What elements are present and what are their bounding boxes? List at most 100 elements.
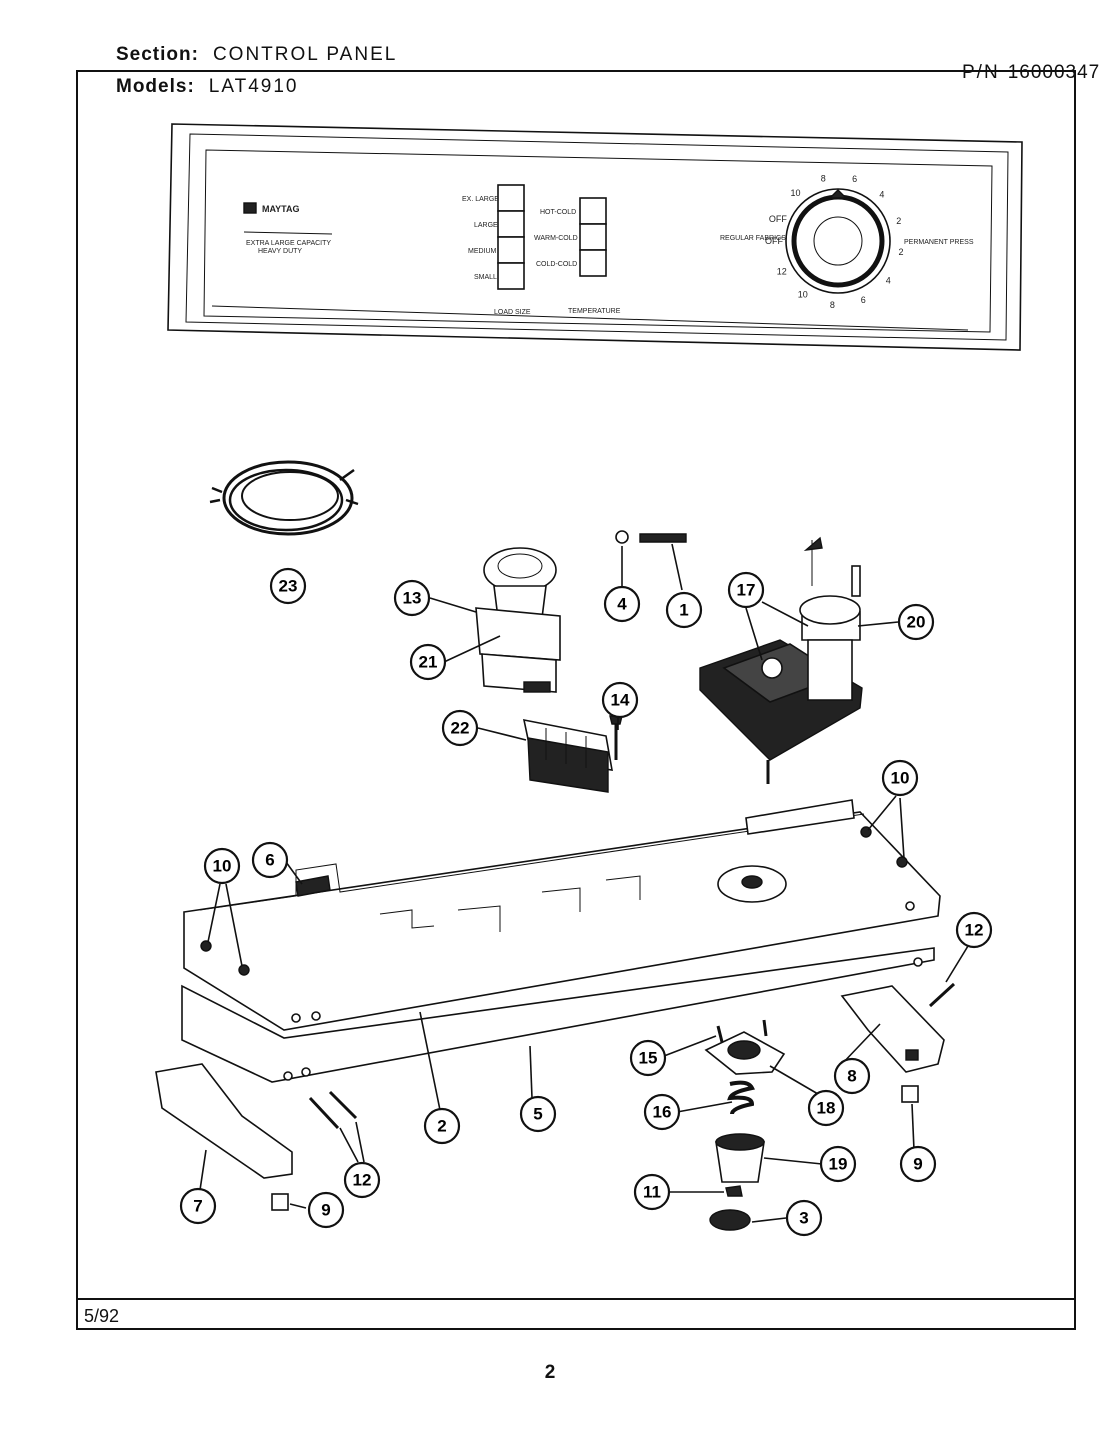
callout-19: 19 xyxy=(819,1145,857,1183)
bracket-rear-tab xyxy=(745,799,855,835)
panel-bezel xyxy=(185,133,1009,341)
dial-number: 2 xyxy=(898,247,903,257)
callout-14: 14 xyxy=(601,681,639,719)
callout-3: 3 xyxy=(785,1199,823,1237)
part-3-cap xyxy=(709,1209,751,1231)
svg-text:14: 14 xyxy=(611,691,630,710)
svg-text:18: 18 xyxy=(817,1099,836,1118)
switch-terminal xyxy=(523,681,551,693)
callout-4: 4 xyxy=(603,585,641,623)
svg-text:15: 15 xyxy=(639,1049,658,1068)
models-label: Models: xyxy=(116,76,195,97)
part-number: P/N 16000347 xyxy=(962,62,1100,84)
bracket-hole-1 xyxy=(291,1013,301,1023)
section-value: CONTROL PANEL xyxy=(212,44,398,65)
harness-wire-ends xyxy=(209,468,359,506)
callout-17: 17 xyxy=(727,571,765,609)
part-15-screw-a xyxy=(716,1025,724,1043)
dial-number: OFF xyxy=(765,236,783,246)
temp-label-1: HOT-COLD xyxy=(540,209,576,216)
part-17-20-timer xyxy=(699,536,863,784)
svg-text:6: 6 xyxy=(265,851,274,870)
revision-date: 5/92 xyxy=(84,1306,120,1326)
callout-16: 16 xyxy=(643,1093,681,1131)
part-12-screw-a xyxy=(308,1096,340,1130)
bracket-cutouts xyxy=(379,875,641,932)
load-size-label-4: SMALL xyxy=(474,274,497,281)
callout-21: 21 xyxy=(409,643,447,681)
load-size-label-3: MEDIUM xyxy=(468,248,497,255)
svg-text:17: 17 xyxy=(737,581,756,600)
models-header: Models: LAT4910 xyxy=(116,76,298,98)
connector-body xyxy=(527,737,609,793)
callout-8: 8 xyxy=(833,1057,871,1095)
load-size-button-2 xyxy=(497,210,525,238)
svg-text:1: 1 xyxy=(679,601,688,620)
dial-label-regular: REGULAR FABRICS xyxy=(720,235,786,242)
diagram-frame xyxy=(76,70,1076,1330)
capacity-line1: EXTRA LARGE CAPACITY xyxy=(246,240,331,247)
rail-body xyxy=(181,947,935,1083)
svg-text:5: 5 xyxy=(533,1105,542,1124)
part-22-connector xyxy=(522,718,613,793)
temp-button-2 xyxy=(579,223,607,251)
switch-housing xyxy=(475,607,561,661)
load-size-button-4 xyxy=(497,262,525,290)
dial-number: 6 xyxy=(852,174,857,184)
part-12-screw-c xyxy=(928,982,956,1008)
svg-text:10: 10 xyxy=(891,769,910,788)
load-size-label-2: LARGE xyxy=(474,222,498,229)
harness-coil-3 xyxy=(241,471,339,521)
switch-knob-cap xyxy=(497,553,543,579)
pn-label: P/N xyxy=(962,62,1000,83)
pn-value: 16000347 xyxy=(1007,62,1100,83)
part-9-clip-right xyxy=(901,1085,919,1103)
svg-text:4: 4 xyxy=(617,595,627,614)
temp-button-1 xyxy=(579,197,607,225)
part-2-main-bracket xyxy=(183,799,941,1031)
callout-13: 13 xyxy=(393,579,431,617)
part-4-ring xyxy=(615,530,629,544)
bracket-back-flange xyxy=(199,813,865,911)
part-14-screw xyxy=(609,715,623,760)
timer-shaft-housing xyxy=(807,639,853,701)
models-value: LAT4910 xyxy=(208,76,299,97)
part-19-knob-top xyxy=(715,1133,765,1151)
page-number: 2 xyxy=(544,1362,556,1383)
rail-hole-1 xyxy=(283,1071,293,1081)
brand-underline xyxy=(243,231,333,235)
svg-text:12: 12 xyxy=(965,921,984,940)
svg-text:2: 2 xyxy=(437,1117,446,1136)
part-5-lower-rail xyxy=(181,947,935,1083)
footer-divider xyxy=(76,1298,1076,1300)
svg-text:12: 12 xyxy=(353,1171,372,1190)
callout-9-right: 9 xyxy=(899,1145,937,1183)
part-1-spring xyxy=(639,533,687,543)
dial-number: 10 xyxy=(790,188,800,198)
callout-12-left: 12 xyxy=(343,1161,381,1199)
callout-18: 18 xyxy=(807,1089,845,1127)
svg-text:16: 16 xyxy=(653,1103,672,1122)
svg-text:3: 3 xyxy=(799,1209,808,1228)
dial-number: 10 xyxy=(798,290,808,300)
part-8-tab xyxy=(905,1049,919,1061)
part-7-side-bracket xyxy=(155,1063,293,1179)
load-size-button-1 xyxy=(497,184,525,212)
callout-11: 11 xyxy=(633,1173,671,1211)
svg-text:10: 10 xyxy=(213,857,232,876)
bracket-hole-2 xyxy=(311,1011,321,1021)
temp-label-2: WARM-COLD xyxy=(534,235,578,242)
callout-23: 23 xyxy=(269,567,307,605)
part-10-nut-a xyxy=(200,940,212,952)
svg-text:21: 21 xyxy=(419,653,438,672)
rail-hole-3 xyxy=(913,957,923,967)
panel-face xyxy=(203,149,993,333)
svg-text:20: 20 xyxy=(907,613,926,632)
svg-text:23: 23 xyxy=(279,577,298,596)
callout-6: 6 xyxy=(251,841,289,879)
part-23-wire-harness xyxy=(209,460,359,536)
callout-22: 22 xyxy=(441,709,479,747)
timer-gear xyxy=(761,657,783,679)
callout-2: 2 xyxy=(423,1107,461,1145)
